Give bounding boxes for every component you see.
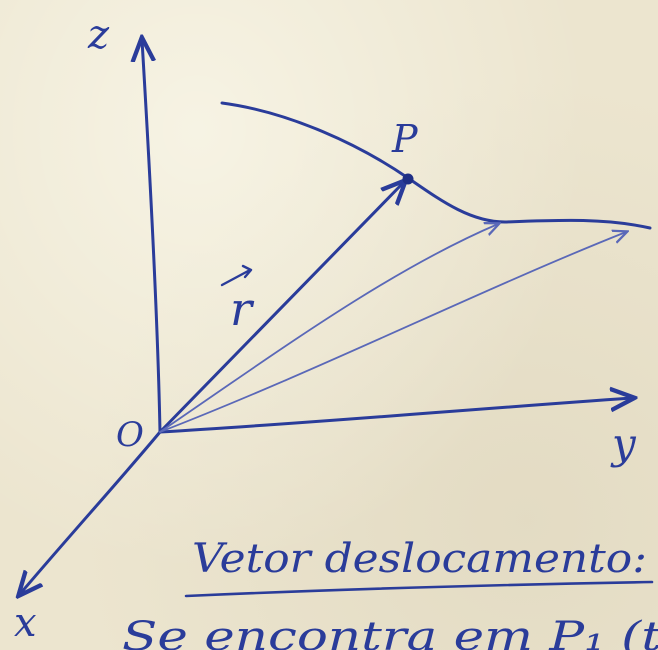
y-axis-label: y [610, 419, 637, 468]
partial-text-line: Se encontra em P₁ (t [122, 614, 658, 650]
heading-text: Vetor deslocamento: [192, 536, 647, 582]
z-axis-label: z [87, 12, 110, 58]
x-axis [20, 430, 162, 594]
point-p-label: P [391, 117, 419, 161]
heading-underline [184, 580, 654, 598]
z-axis [142, 40, 162, 434]
x-axis-label: x [14, 600, 37, 646]
position-vector-label: r [230, 282, 255, 336]
origin-label: O [116, 415, 144, 455]
position-vector-2 [159, 224, 498, 433]
y-axis [158, 398, 632, 434]
position-vector [158, 182, 404, 434]
vector-arrow-mark [220, 264, 253, 287]
trajectory-curve [220, 101, 652, 230]
position-vector-3 [159, 232, 626, 433]
point-p-dot [402, 173, 414, 185]
